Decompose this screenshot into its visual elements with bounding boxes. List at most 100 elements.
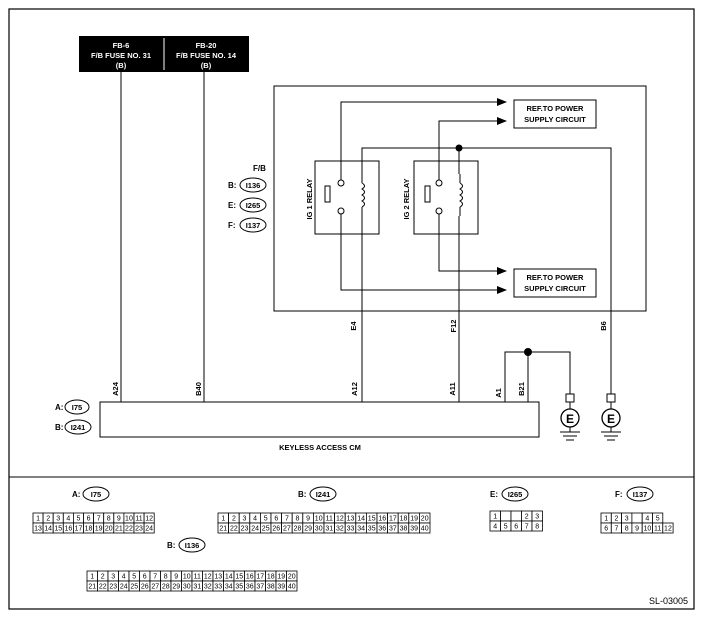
pin-number: 28	[294, 526, 302, 533]
fb-block-box	[273, 85, 647, 312]
pin-a11: A11	[448, 382, 457, 395]
pin-number: 38	[267, 584, 275, 591]
pin-number: 2	[46, 516, 50, 523]
pin-cell	[510, 510, 522, 522]
junction-dot-ground	[524, 348, 532, 356]
pin-number: 31	[193, 584, 201, 591]
pin-number: 36	[378, 526, 386, 533]
figure-id: SL-03005	[649, 596, 688, 606]
pin-number: 17	[389, 516, 397, 523]
fuse-2-line3: (B)	[201, 61, 212, 70]
fb-conn-e-oval	[239, 197, 267, 213]
pin-number: 34	[225, 584, 233, 591]
pin-number: 38	[400, 526, 408, 533]
cm-label: KEYLESS ACCESS CM	[279, 443, 361, 452]
pin-number: 14	[225, 574, 233, 581]
ref-power-box-top: REF.TO POWER SUPPLY CIRCUIT	[513, 99, 597, 129]
pin-number: 4	[493, 524, 497, 531]
pin-number: 40	[288, 584, 296, 591]
pin-number: 8	[107, 516, 111, 523]
pin-number: 14	[44, 526, 52, 533]
pin-number: 12	[204, 574, 212, 581]
conn-e-prefix: E:	[490, 490, 498, 499]
fuse-1-line3: (B)	[116, 61, 127, 70]
pin-number: 9	[174, 574, 178, 581]
pin-number: 11	[654, 526, 661, 533]
pin-number: 33	[214, 584, 222, 591]
pin-number: 10	[125, 516, 133, 523]
pin-number: 16	[378, 516, 386, 523]
conn-b-id: I241	[316, 490, 331, 499]
cm-conn-b-prefix: B:	[55, 423, 63, 432]
pin-number: 33	[347, 526, 355, 533]
pin-number: 4	[122, 574, 126, 581]
conn-a-id: I75	[91, 490, 101, 499]
conn-e-id: I265	[508, 490, 523, 499]
pin-number: 17	[75, 526, 83, 533]
conn-a-prefix: A:	[72, 490, 80, 499]
pin-number: 6	[274, 516, 278, 523]
pin-number: 1	[604, 516, 608, 523]
pin-number: 18	[400, 516, 408, 523]
ig1-relay-label: IG 1 RELAY	[305, 179, 314, 220]
pin-number: 5	[656, 516, 660, 523]
pin-number: 11	[326, 516, 333, 523]
conn-f-prefix: F:	[615, 490, 623, 499]
pin-number: 21	[88, 584, 96, 591]
pin-number: 10	[643, 526, 651, 533]
pin-number: 21	[219, 526, 227, 533]
pin-number: 40	[421, 526, 429, 533]
fb-conn-e-id: I265	[246, 201, 261, 210]
conn-f-id: I137	[633, 490, 648, 499]
pin-number: 1	[36, 516, 40, 523]
pin-number: 17	[256, 574, 264, 581]
ig1-relay: IG 1 RELAY	[305, 160, 380, 235]
ig2-relay: IG 2 RELAY	[402, 160, 479, 235]
pin-number: 25	[262, 526, 270, 533]
pin-number: 3	[243, 516, 247, 523]
pin-number: 18	[267, 574, 275, 581]
pin-number: 8	[535, 524, 539, 531]
ig2-relay-label: IG 2 RELAY	[402, 179, 411, 220]
pin-number: 8	[164, 574, 168, 581]
relay-wiring	[340, 98, 612, 402]
pin-cell	[418, 522, 431, 534]
pin-number: 7	[525, 524, 529, 531]
cm-conn-b-id: I241	[71, 423, 86, 432]
pin-number: 28	[162, 584, 170, 591]
pin-number: 30	[315, 526, 323, 533]
pin-number: 9	[306, 516, 310, 523]
pin-number: 7	[285, 516, 289, 523]
pin-number: 27	[283, 526, 291, 533]
pin-number: 9	[117, 516, 121, 523]
pin-number: 7	[97, 516, 101, 523]
pin-number: 22	[125, 526, 133, 533]
pin-number: 3	[111, 574, 115, 581]
pin-number: 35	[368, 526, 376, 533]
fb-title: F/B	[253, 164, 266, 173]
pin-number: 13	[214, 574, 222, 581]
pin-number: 25	[130, 584, 138, 591]
pin-number: 19	[277, 574, 285, 581]
pin-number: 39	[277, 584, 285, 591]
pin-cell	[662, 522, 674, 534]
pin-number: 2	[614, 516, 618, 523]
pin-number: 16	[246, 574, 254, 581]
ground-symbol-1: E	[560, 393, 580, 441]
pin-e4: E4	[349, 321, 358, 331]
cm-ground-wiring	[504, 351, 571, 402]
pin-number: 11	[194, 574, 201, 581]
pin-number: 31	[325, 526, 333, 533]
junction-dot-fb	[455, 144, 463, 152]
pin-number: 29	[304, 526, 312, 533]
pin-number: 11	[135, 516, 142, 523]
pin-number: 14	[357, 516, 365, 523]
ref-bottom-line2: SUPPLY CIRCUIT	[524, 284, 586, 293]
conn-i136-prefix: B:	[167, 541, 175, 550]
fb-conn-e-prefix: E:	[228, 201, 236, 210]
